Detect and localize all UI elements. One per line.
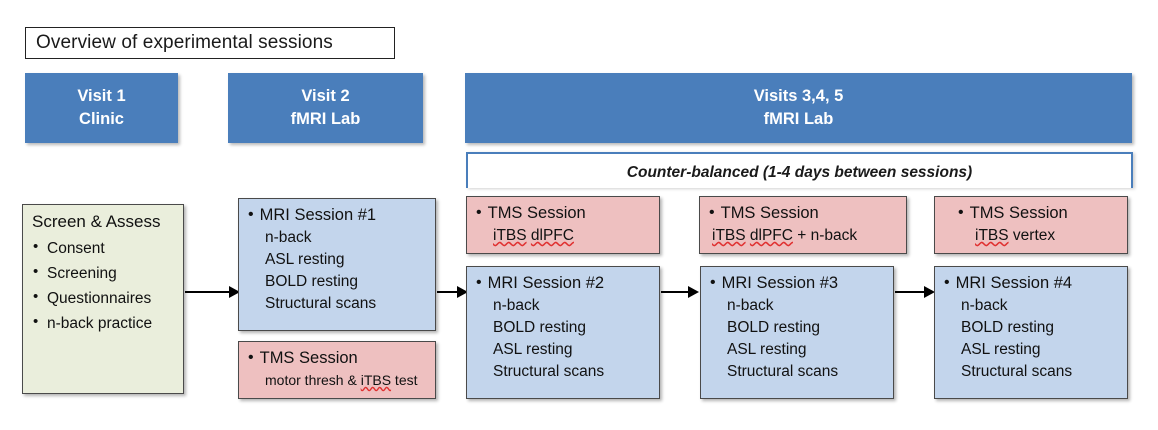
tms-session-visit2-header: • TMS Session [248, 349, 426, 368]
visit-header-1: Visit 1 Clinic [25, 73, 178, 143]
visit-header-345-line2: fMRI Lab [763, 110, 834, 128]
list-item: Questionnaires [32, 285, 174, 311]
visit-header-1-line1: Visit 1 [77, 86, 126, 105]
list-item: Structural scans [961, 363, 1073, 380]
tms-session-3-header: • TMS Session [944, 204, 1118, 223]
counter-balanced-label: Counter-balanced (1-4 days between sessi… [626, 164, 973, 181]
bullet-icon: • [958, 204, 964, 221]
list-item: ASL resting [727, 341, 807, 358]
tms-session-visit2-subtitle: motor thresh & iTBS test [248, 372, 426, 388]
tms-session-visit2-box: • TMS Session motor thresh & iTBS test [238, 341, 436, 399]
tms-visit2-sub-post: test [391, 372, 418, 388]
mri-session-4-list: n-back BOLD resting ASL resting Structur… [944, 295, 1118, 383]
tms-session-3-box: • TMS Session iTBS vertex [934, 196, 1128, 254]
list-item: BOLD resting [961, 319, 1055, 336]
mri-session-3-header: • MRI Session #3 [710, 274, 884, 293]
bullet-icon: • [710, 274, 716, 291]
mri-session-3-title: MRI Session #3 [721, 274, 839, 292]
tms-session-2-title: TMS Session [720, 204, 819, 222]
bullet-icon: • [476, 204, 482, 221]
list-item: n-back [265, 229, 312, 246]
mri-session-1-box: • MRI Session #1 n-back ASL resting BOLD… [238, 198, 436, 331]
mri-session-1-title: MRI Session #1 [259, 206, 377, 224]
list-item: Structural scans [493, 363, 605, 380]
tms-session-1-box: • TMS Session iTBS dlPFC [466, 196, 660, 254]
tms-3-tail: vertex [1012, 227, 1056, 244]
mri-session-3-list: n-back BOLD resting ASL resting Structur… [710, 295, 884, 383]
tms-session-3-subtitle: iTBS vertex [944, 227, 1118, 245]
arrow-mri2-to-mri3 [661, 286, 699, 298]
list-item: Structural scans [727, 363, 839, 380]
counter-balanced-bracket: Counter-balanced (1-4 days between sessi… [466, 152, 1133, 188]
list-item: n-back practice [32, 310, 174, 336]
bullet-icon: • [476, 274, 482, 291]
page-title-text: Overview of experimental sessions [36, 32, 333, 53]
arrow-mri3-to-mri4 [895, 286, 935, 298]
mri-session-4-header: • MRI Session #4 [944, 274, 1118, 293]
list-item: BOLD resting [727, 319, 821, 336]
visit-header-1-line2: Clinic [79, 110, 124, 128]
screen-and-assess-box: Screen & Assess Consent Screening Questi… [22, 204, 184, 394]
visit-header-345-line1: Visits 3,4, 5 [753, 86, 844, 105]
list-item: Screening [32, 260, 174, 286]
bullet-icon: • [944, 274, 950, 291]
tms-visit2-sub-pre: motor thresh & [265, 372, 361, 388]
list-item: n-back [961, 297, 1008, 314]
list-item: n-back [727, 297, 774, 314]
tms-2-flag1: iTBS [712, 227, 746, 244]
tms-session-1-title: TMS Session [487, 204, 586, 222]
tms-2-tail: + n-back [792, 227, 858, 244]
list-item: BOLD resting [265, 273, 359, 290]
tms-3-flag1: iTBS [975, 227, 1009, 244]
mri-session-1-header: • MRI Session #1 [248, 206, 426, 225]
tms-visit2-sub-flagged: iTBS [360, 372, 392, 388]
visit-header-2: Visit 2 fMRI Lab [228, 73, 423, 143]
tms-session-visit2-title: TMS Session [259, 349, 358, 367]
bullet-icon: • [709, 204, 715, 221]
bullet-icon: • [248, 206, 254, 223]
tms-session-2-box: • TMS Session iTBS dlPFC + n-back [699, 196, 907, 254]
list-item: Structural scans [265, 295, 377, 312]
list-item: ASL resting [265, 251, 345, 268]
tms-session-1-header: • TMS Session [476, 204, 650, 223]
screen-and-assess-title: Screen & Assess [32, 212, 161, 231]
bullet-icon: • [248, 349, 254, 366]
mri-session-2-header: • MRI Session #2 [476, 274, 650, 293]
visit-header-2-line1: Visit 2 [301, 86, 350, 105]
list-item: Consent [32, 235, 174, 261]
list-item: BOLD resting [493, 319, 587, 336]
mri-session-2-list: n-back BOLD resting ASL resting Structur… [476, 295, 650, 383]
tms-session-3-title: TMS Session [969, 204, 1068, 222]
mri-session-1-list: n-back ASL resting BOLD resting Structur… [248, 227, 426, 315]
mri-session-4-box: • MRI Session #4 n-back BOLD resting ASL… [934, 266, 1128, 399]
tms-1-flag2: dlPFC [530, 227, 574, 244]
arrow-mri1-to-mri2 [437, 286, 468, 298]
list-item: ASL resting [961, 341, 1041, 358]
tms-session-2-header: • TMS Session [709, 204, 897, 223]
mri-session-4-title: MRI Session #4 [955, 274, 1073, 292]
mri-session-2-title: MRI Session #2 [487, 274, 605, 292]
page-title: Overview of experimental sessions [25, 27, 395, 59]
visit-header-345: Visits 3,4, 5 fMRI Lab [465, 73, 1132, 143]
mri-session-3-box: • MRI Session #3 n-back BOLD resting ASL… [700, 266, 894, 399]
list-item: ASL resting [493, 341, 573, 358]
visit-header-2-line2: fMRI Lab [290, 110, 361, 128]
list-item: n-back [493, 297, 540, 314]
mri-session-2-box: • MRI Session #2 n-back BOLD resting ASL… [466, 266, 660, 399]
tms-session-1-subtitle: iTBS dlPFC [476, 227, 650, 245]
tms-2-flag2: dlPFC [749, 227, 793, 244]
screen-and-assess-list: Consent Screening Questionnaires n-back … [32, 235, 174, 336]
arrow-screen-to-mri1 [185, 286, 240, 298]
tms-1-flag1: iTBS [493, 227, 527, 244]
tms-session-2-subtitle: iTBS dlPFC + n-back [709, 227, 897, 245]
